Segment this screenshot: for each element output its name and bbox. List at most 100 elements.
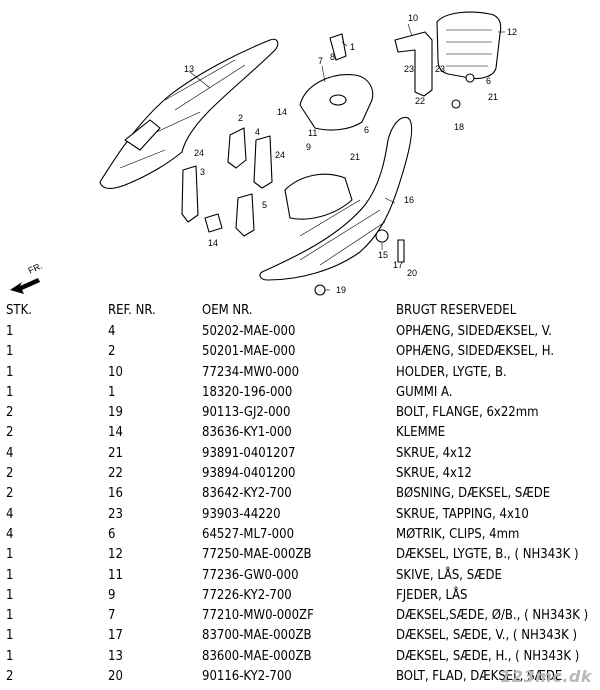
cell-ref: 14 bbox=[108, 425, 123, 441]
cell-desc: KLEMME bbox=[396, 425, 446, 441]
cell-ref: 1 bbox=[108, 384, 116, 400]
callout-5: 5 bbox=[262, 200, 267, 210]
cell-ref: 13 bbox=[108, 648, 123, 664]
cell-oem: 77226-KY2-700 bbox=[202, 587, 292, 603]
callout-3: 3 bbox=[200, 167, 205, 177]
cell-ref: 6 bbox=[108, 526, 116, 542]
cell-desc: SKRUE, TAPPING, 4x10 bbox=[396, 506, 529, 522]
cell-oem: 83700-MAE-000ZB bbox=[202, 628, 312, 644]
callout-13: 13 bbox=[184, 64, 194, 74]
cell-ref: 7 bbox=[108, 608, 116, 624]
callout-7: 7 bbox=[318, 56, 323, 66]
cell-oem: 77236-GW0-000 bbox=[202, 567, 299, 583]
callout-23a: 23 bbox=[404, 64, 414, 74]
cell-desc: DÆKSEL, SÆDE, H., ( NH343K ) bbox=[396, 648, 580, 664]
cell-qty: 2 bbox=[6, 425, 14, 441]
cell-desc: HOLDER, LYGTE, B. bbox=[396, 364, 507, 380]
callout-14b: 14 bbox=[208, 238, 218, 248]
cell-qty: 2 bbox=[6, 466, 14, 482]
callout-14a: 14 bbox=[277, 107, 287, 117]
header-qty: STK. bbox=[6, 303, 32, 318]
callout-18: 19 bbox=[336, 285, 346, 295]
cell-desc: DÆKSEL, LYGTE, B., ( NH343K ) bbox=[396, 547, 579, 563]
callout-6b: 6 bbox=[364, 125, 369, 135]
cell-oem: 93894-0401200 bbox=[202, 466, 296, 482]
header-desc: BRUGT RESERVEDEL bbox=[396, 303, 517, 318]
cell-oem: 83636-KY1-000 bbox=[202, 425, 292, 441]
cell-desc: DÆKSEL,SÆDE, Ø/B., ( NH343K ) bbox=[396, 608, 589, 624]
cell-desc: OPHÆNG, SIDEDÆKSEL, H. bbox=[396, 344, 555, 360]
cell-qty: 1 bbox=[6, 384, 14, 400]
cell-oem: 77234-MW0-000 bbox=[202, 364, 300, 380]
callout-15: 15 bbox=[378, 250, 388, 260]
cell-qty: 4 bbox=[6, 526, 14, 542]
cell-desc: BØSNING, DÆKSEL, SÆDE bbox=[396, 486, 551, 502]
cell-oem: 83642-KY2-700 bbox=[202, 486, 292, 502]
cell-qty: 2 bbox=[6, 405, 14, 421]
table-row: 2 14 83636-KY1-000 KLEMME bbox=[0, 423, 600, 443]
callout-2: 2 bbox=[238, 113, 243, 123]
exploded-view-drawing: FR. 13 7 1 10 12 23 23 bbox=[10, 11, 517, 296]
callout-4: 4 bbox=[255, 127, 260, 137]
cell-qty: 2 bbox=[6, 669, 14, 685]
cell-qty: 2 bbox=[6, 486, 14, 502]
header-oem: OEM NR. bbox=[202, 303, 253, 318]
callout-17: 16 bbox=[404, 195, 414, 205]
callout-21a: 21 bbox=[488, 92, 498, 102]
part-7-seat-cowl-center bbox=[299, 74, 374, 131]
cell-qty: 1 bbox=[6, 567, 14, 583]
cell-desc: OPHÆNG, SIDEDÆKSEL, V. bbox=[396, 324, 552, 339]
callout-16: 17 bbox=[393, 260, 403, 270]
cell-oem: 90113-GJ2-000 bbox=[202, 405, 291, 421]
cell-oem: 93891-0401207 bbox=[202, 445, 296, 461]
callout-11: 11 bbox=[308, 128, 317, 138]
cell-desc: SKRUE, 4x12 bbox=[396, 445, 472, 461]
part-10-holder-bracket bbox=[394, 31, 433, 97]
cell-oem: 77210-MW0-000ZF bbox=[202, 608, 314, 624]
cell-desc: FJEDER, LÅS bbox=[396, 587, 468, 603]
callout-8: 8 bbox=[330, 52, 335, 62]
cell-qty: 1 bbox=[6, 628, 14, 644]
small-hardware bbox=[181, 33, 475, 296]
cell-qty: 1 bbox=[6, 364, 14, 380]
cell-desc: SKRUE, 4x12 bbox=[396, 466, 472, 482]
cell-ref: 11 bbox=[108, 567, 123, 583]
callout-12: 12 bbox=[507, 27, 517, 37]
exploded-parts-diagram: FR. 13 7 1 10 12 23 23 bbox=[0, 0, 600, 300]
cell-oem: 64527-ML7-000 bbox=[202, 526, 295, 542]
cell-ref: 9 bbox=[108, 587, 116, 603]
callout-24b: 24 bbox=[275, 150, 285, 160]
cell-oem: 18320-196-000 bbox=[202, 384, 293, 400]
cell-oem: 90116-KY2-700 bbox=[202, 669, 292, 685]
callout-9: 9 bbox=[306, 142, 311, 152]
cell-desc: BOLT, FLAD, DÆKSEL, SÆDE bbox=[396, 669, 563, 685]
cell-qty: 1 bbox=[6, 608, 14, 624]
callout-19: 18 bbox=[454, 122, 464, 132]
callout-1: 1 bbox=[350, 42, 355, 52]
cell-ref: 17 bbox=[108, 628, 123, 644]
parts-list-table: STK. REF. NR. OEM NR. BRUGT RESERVEDEL 1… bbox=[0, 300, 600, 687]
cell-qty: 1 bbox=[6, 324, 14, 339]
cell-ref: 2 bbox=[108, 344, 116, 360]
table-header-row: STK. REF. NR. OEM NR. BRUGT RESERVEDEL bbox=[0, 300, 600, 322]
cell-qty: 1 bbox=[6, 547, 14, 563]
callout-24a: 24 bbox=[194, 148, 204, 158]
cell-qty: 1 bbox=[6, 344, 14, 360]
header-ref: REF. NR. bbox=[108, 303, 156, 318]
cell-oem: 93903-44220 bbox=[202, 506, 281, 522]
cell-desc: BOLT, FLANGE, 6x22mm bbox=[396, 405, 539, 421]
part-13-rear-cowl-left bbox=[99, 38, 279, 189]
direction-label: FR. bbox=[27, 261, 44, 276]
